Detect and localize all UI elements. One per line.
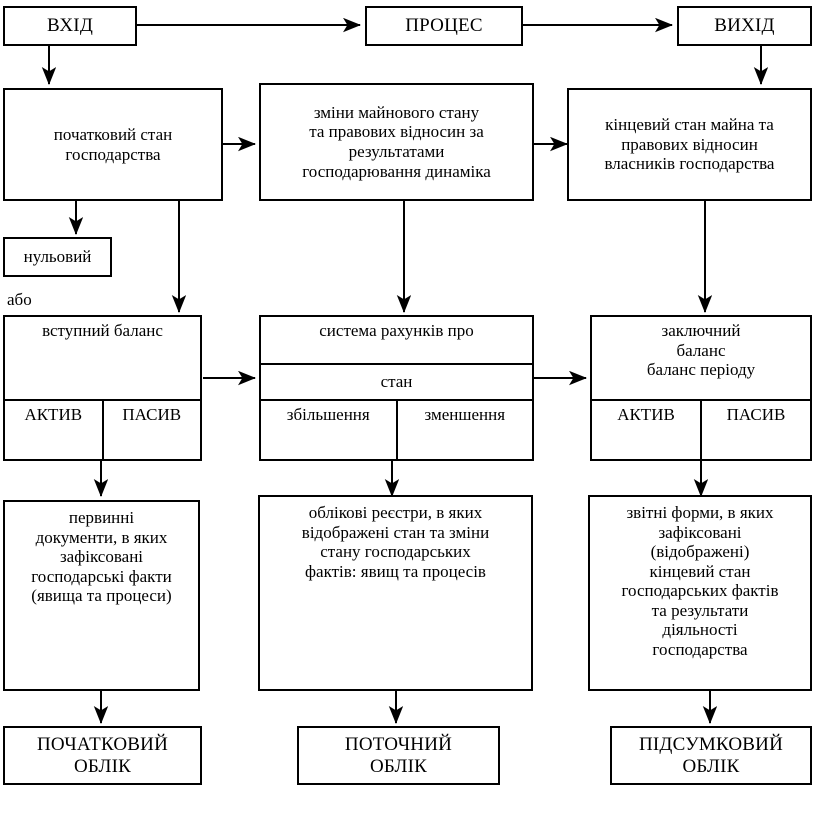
node-report-forms[interactable]: звітні форми, в яких зафіксовані (відобр…: [588, 495, 812, 691]
node-report-forms-label: звітні форми, в яких зафіксовані (відобр…: [621, 503, 779, 659]
node-summary-accounting-label: ПІДСУМКОВИЙ ОБЛІК: [638, 733, 783, 777]
node-primary-documents[interactable]: первинні документи, в яких зафіксовані г…: [3, 500, 200, 691]
node-final-state[interactable]: кінцевий стан майна та правових відносин…: [567, 88, 812, 201]
table-closing-balance[interactable]: заключний баланс баланс періоду АКТИВ ПА…: [590, 315, 812, 461]
or-label: або: [7, 290, 32, 309]
opening-balance-header-row: вступний баланс: [5, 317, 200, 399]
opening-balance-title: вступний баланс: [42, 321, 163, 340]
node-summary-accounting[interactable]: ПІДСУМКОВИЙ ОБЛІК: [610, 726, 812, 785]
accounts-increase-cell: збільшення: [261, 401, 398, 459]
accounts-change-row: збільшення зменшення: [261, 399, 532, 459]
node-changes-label: зміни майнового стану та правових віднос…: [302, 102, 491, 181]
node-accounting-registers-label: облікові реєстри, в яких відображені ста…: [301, 503, 490, 581]
accounts-state-cell: стан: [380, 372, 413, 392]
opening-balance-columns-row: АКТИВ ПАСИВ: [5, 399, 200, 459]
closing-balance-asset-cell: АКТИВ: [592, 401, 702, 459]
accounts-state-row: стан: [261, 363, 532, 399]
node-input[interactable]: ВХІД: [3, 6, 137, 46]
node-changes[interactable]: зміни майнового стану та правових віднос…: [259, 83, 534, 201]
node-initial-accounting-label: ПОЧАТКОВИЙ ОБЛІК: [36, 733, 168, 777]
node-initial-state[interactable]: початковий стан господарства: [3, 88, 223, 201]
accounts-header-row: система рахунків про: [261, 317, 532, 363]
closing-balance-header-row: заключний баланс баланс періоду: [592, 317, 810, 399]
node-initial-accounting[interactable]: ПОЧАТКОВИЙ ОБЛІК: [3, 726, 202, 785]
opening-balance-liability-cell: ПАСИВ: [122, 405, 182, 424]
node-final-state-label: кінцевий стан майна та правових відносин…: [604, 115, 775, 174]
node-output[interactable]: ВИХІД: [677, 6, 812, 46]
node-current-accounting[interactable]: ПОТОЧНИЙ ОБЛІК: [297, 726, 500, 785]
table-opening-balance[interactable]: вступний баланс АКТИВ ПАСИВ: [3, 315, 202, 461]
node-accounting-registers[interactable]: облікові реєстри, в яких відображені ста…: [258, 495, 533, 691]
closing-balance-columns-row: АКТИВ ПАСИВ: [592, 399, 810, 459]
node-output-label: ВИХІД: [714, 15, 775, 37]
node-zero-balance[interactable]: нульовий: [3, 237, 112, 277]
closing-balance-title: заключний баланс баланс періоду: [646, 321, 756, 380]
node-zero-balance-label: нульовий: [23, 247, 92, 267]
node-input-label: ВХІД: [46, 15, 93, 37]
accounts-decrease-cell: зменшення: [424, 405, 506, 424]
opening-balance-asset-cell: АКТИВ: [5, 401, 104, 459]
node-initial-state-label: початковий стан господарства: [53, 124, 173, 164]
closing-balance-liability-cell: ПАСИВ: [726, 405, 786, 424]
node-process-label: ПРОЦЕС: [405, 15, 483, 37]
node-current-accounting-label: ПОТОЧНИЙ ОБЛІК: [344, 733, 453, 777]
node-primary-documents-label: первинні документи, в яких зафіксовані г…: [31, 508, 172, 606]
table-accounts-system[interactable]: система рахунків про стан збільшення зме…: [259, 315, 534, 461]
accounts-title: система рахунків про: [319, 321, 474, 340]
node-process[interactable]: ПРОЦЕС: [365, 6, 523, 46]
